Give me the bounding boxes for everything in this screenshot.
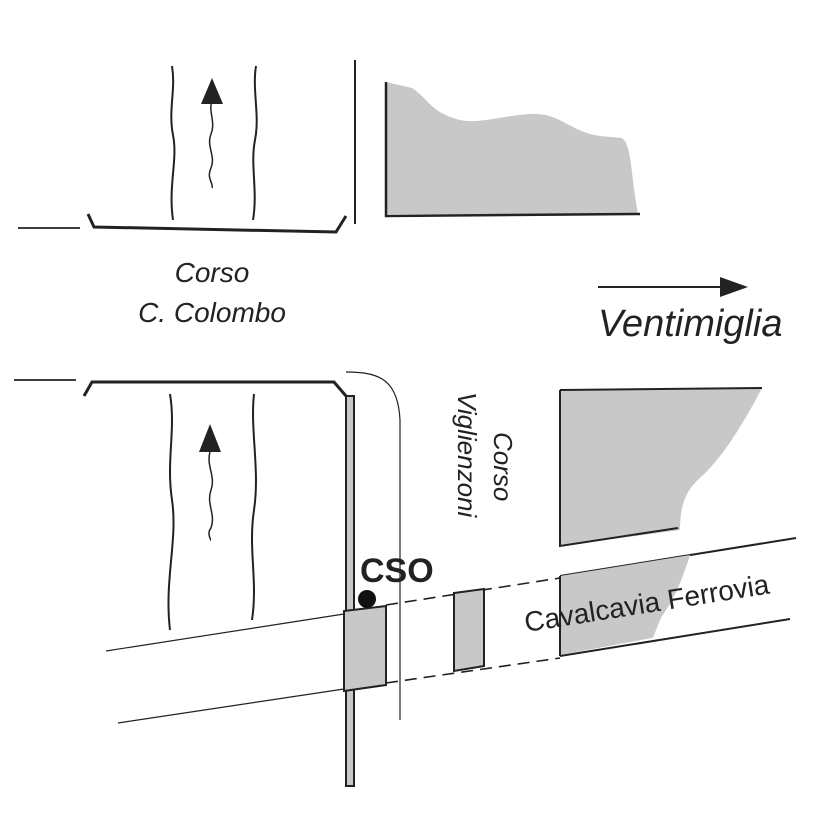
middle-pier: [453, 587, 485, 673]
overpass-fill: [560, 555, 690, 655]
direction-label: Ventimiglia: [598, 303, 782, 345]
pier-block: [343, 604, 387, 693]
upper-river: [170, 65, 258, 221]
channel-wall: [345, 395, 355, 787]
flow-arrow-icon: [199, 424, 221, 452]
street-label-colombo-1: Corso: [175, 257, 250, 288]
street-label-colombo-2: C. Colombo: [138, 297, 286, 328]
street-label-viglienzoni-1: Corso: [488, 432, 518, 501]
direction-arrow-icon: [598, 277, 748, 297]
flow-arrow-icon: [201, 78, 223, 104]
right-building: [560, 388, 762, 546]
viglienzoni-curb: [345, 371, 401, 720]
cso-label: CSO: [360, 552, 434, 590]
cso-marker-icon: [358, 590, 376, 608]
upper-bridge: [18, 60, 356, 234]
street-label-viglienzoni-2: Viglienzoni: [452, 392, 482, 519]
lower-bridge: [14, 379, 348, 397]
railway-overpass: [105, 537, 797, 724]
lower-river: [167, 393, 257, 631]
upper-building: [386, 82, 638, 214]
